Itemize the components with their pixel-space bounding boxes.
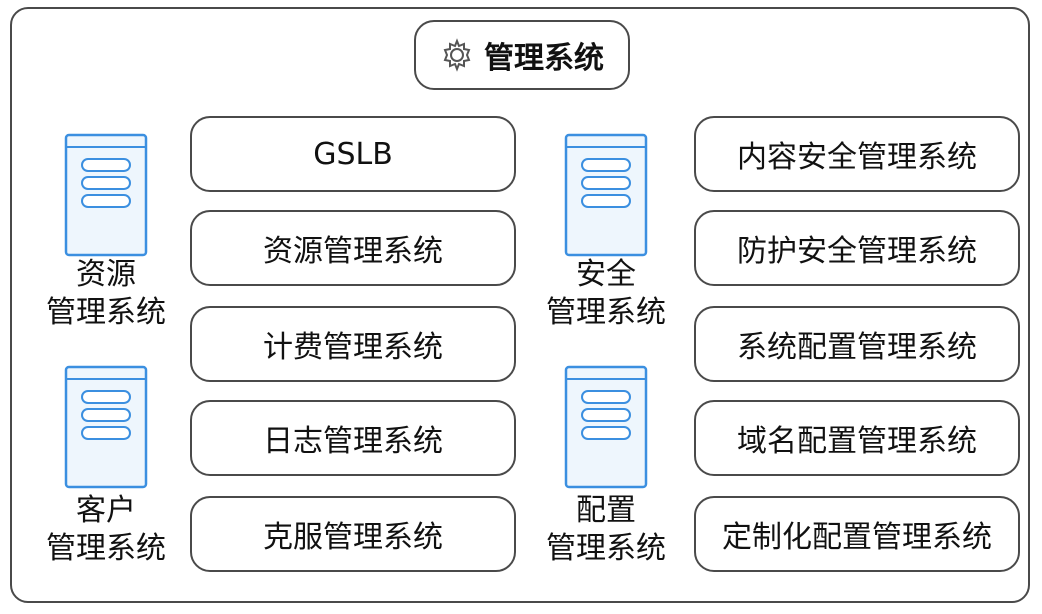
box-domain-config: 域名配置管理系统 (694, 400, 1020, 476)
group-label-line2: 管理系统 (546, 531, 666, 566)
box-log-management: 日志管理系统 (190, 400, 516, 476)
group-label-line1: 配置 (576, 493, 636, 528)
box-content-security: 内容安全管理系统 (694, 116, 1020, 192)
gear-icon (443, 38, 471, 72)
group-label-security: 安全 管理系统 (526, 256, 686, 332)
server-icon (564, 133, 648, 257)
group-label-line1: 安全 (576, 257, 636, 292)
group-label-line2: 管理系统 (46, 295, 166, 330)
box-service-management: 克服管理系统 (190, 496, 516, 572)
group-label-resource: 资源 管理系统 (26, 256, 186, 332)
box-custom-config: 定制化配置管理系统 (694, 496, 1020, 572)
server-icon (64, 365, 148, 489)
group-label-customer: 客户 管理系统 (26, 492, 186, 568)
group-label-config: 配置 管理系统 (526, 492, 686, 568)
group-label-line1: 资源 (76, 257, 136, 292)
box-resource-management: 资源管理系统 (190, 210, 516, 286)
outer-frame (10, 7, 1030, 603)
box-system-config: 系统配置管理系统 (694, 306, 1020, 382)
group-label-line2: 管理系统 (546, 295, 666, 330)
server-icon (64, 133, 148, 257)
header-box: 管理系统 (414, 20, 630, 90)
box-gslb: GSLB (190, 116, 516, 192)
group-label-line2: 管理系统 (46, 531, 166, 566)
server-icon (564, 365, 648, 489)
box-billing-management: 计费管理系统 (190, 306, 516, 382)
box-protection-security: 防护安全管理系统 (694, 210, 1020, 286)
group-label-line1: 客户 (76, 493, 136, 528)
header-title: 管理系统 (484, 41, 604, 76)
